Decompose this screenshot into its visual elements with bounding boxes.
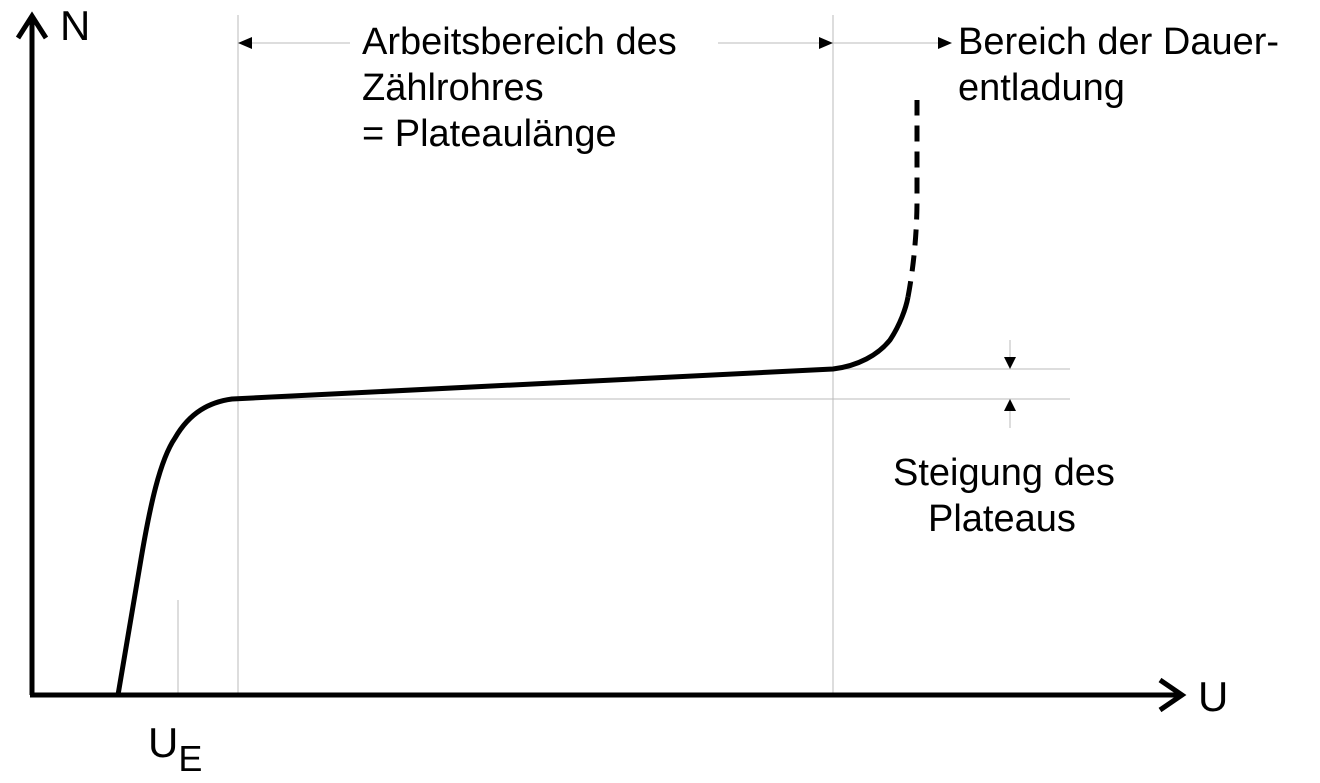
- onset-voltage-main: U: [148, 719, 179, 766]
- x-axis-label: U: [1198, 673, 1229, 720]
- working-range-arrow-right: [819, 37, 833, 49]
- y-axis-arrowhead: [15, 11, 49, 40]
- discharge-region-line-1: Bereich der Dauer-: [958, 21, 1280, 63]
- working-range-arrow-left: [238, 37, 252, 49]
- continuous-discharge-curve: [905, 100, 920, 298]
- slope-arrow-bottom: [1004, 399, 1016, 411]
- discharge-region-line-2: entladung: [958, 67, 1125, 109]
- slope-arrow-top: [1004, 357, 1016, 369]
- working-range-line-3: = Plateaulänge: [362, 113, 617, 155]
- x-axis-arrowhead: [1158, 677, 1187, 713]
- onset-voltage-subscript: E: [178, 738, 203, 779]
- working-range-line-2: Zählrohres: [362, 67, 544, 109]
- working-range-line-1: Arbeitsbereich des: [362, 21, 677, 63]
- y-axis-label: N: [60, 2, 91, 49]
- onset-voltage-label: UE: [148, 719, 202, 780]
- characteristic-curve: [115, 296, 911, 696]
- plateau-slope-line-2: Plateaus: [928, 498, 1076, 540]
- discharge-range-arrow: [938, 37, 952, 49]
- plateau-slope-line-1: Steigung des: [893, 452, 1115, 494]
